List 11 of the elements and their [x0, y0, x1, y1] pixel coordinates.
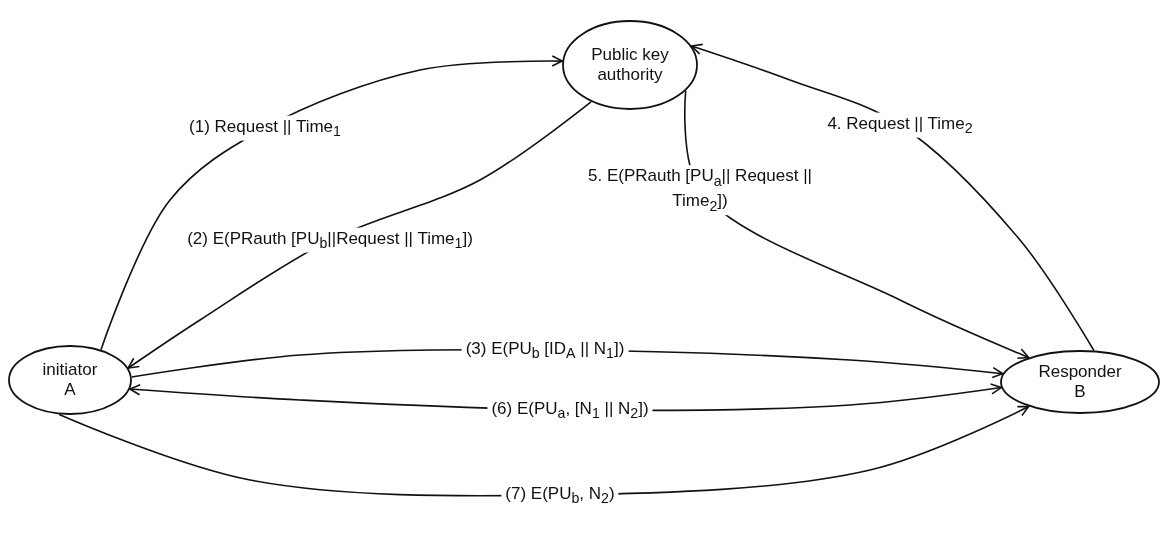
node-label: Public key authority — [590, 45, 670, 85]
ellipse-node — [8, 345, 132, 415]
node-label: initiator — [42, 360, 98, 380]
arrow — [100, 55, 564, 351]
node-label: Responder — [1038, 362, 1122, 382]
ellipse-node — [562, 20, 698, 110]
node-label: B — [1074, 382, 1086, 402]
ellipse-node — [1000, 350, 1160, 414]
arrow — [127, 101, 592, 369]
node-label: A — [64, 380, 76, 400]
arrow — [690, 43, 1095, 352]
